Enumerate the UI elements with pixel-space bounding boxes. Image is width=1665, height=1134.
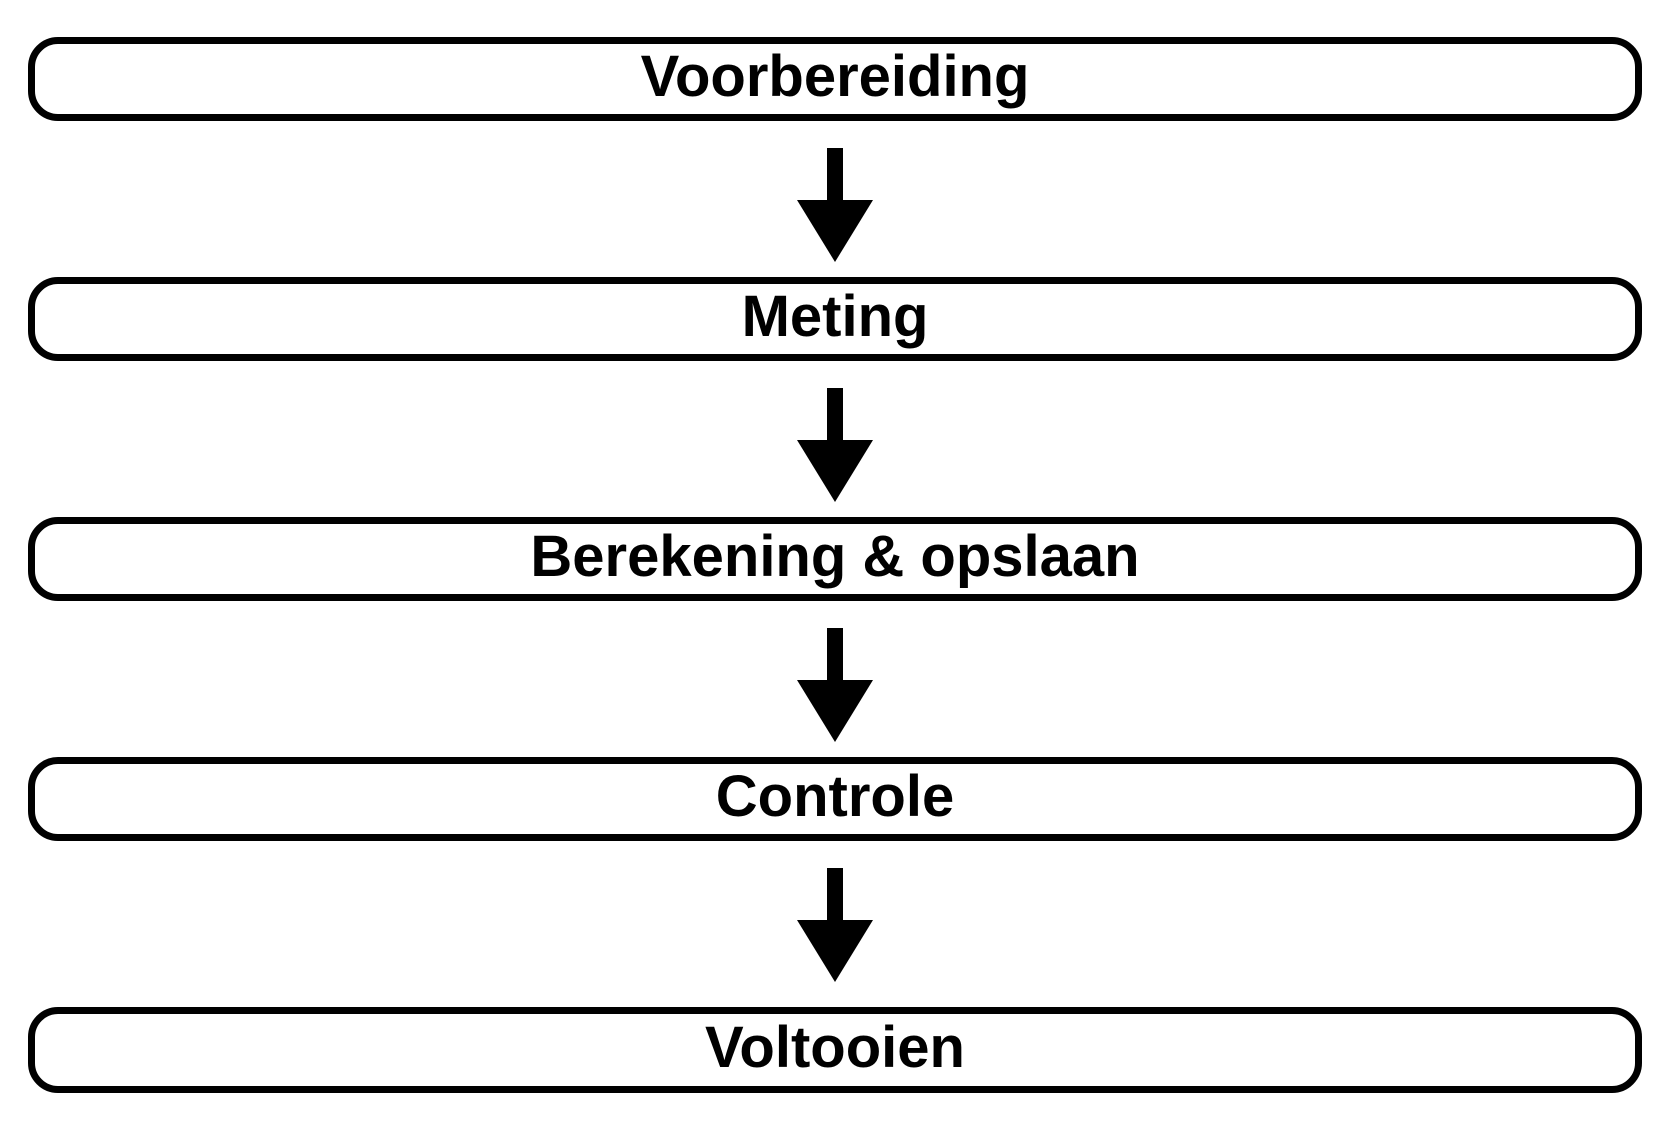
flow-step-controle: Controle (28, 757, 1642, 841)
arrow-head (797, 920, 873, 982)
flow-step-label: Controle (715, 764, 955, 829)
arrow-shaft (827, 148, 843, 200)
down-arrow-icon (797, 388, 873, 502)
flow-step-berekening-opslaan: Berekening & opslaan (28, 517, 1642, 601)
flow-step-label: Meting (741, 284, 929, 349)
down-arrow-icon (797, 868, 873, 982)
arrow-shaft (827, 628, 843, 680)
arrow-head (797, 440, 873, 502)
down-arrow-icon (797, 148, 873, 262)
arrow-shaft (827, 388, 843, 440)
arrow-head (797, 200, 873, 262)
flow-step-label: Berekening & opslaan (530, 524, 1140, 589)
flow-step-label: Voorbereiding (640, 44, 1030, 109)
flow-step-meting: Meting (28, 277, 1642, 361)
arrow-shaft (827, 868, 843, 920)
arrow-head (797, 680, 873, 742)
flow-step-voltooien: Voltooien (28, 1007, 1642, 1093)
flow-step-label: Voltooien (705, 1015, 965, 1080)
flow-step-voorbereiding: Voorbereiding (28, 37, 1642, 121)
down-arrow-icon (797, 628, 873, 742)
